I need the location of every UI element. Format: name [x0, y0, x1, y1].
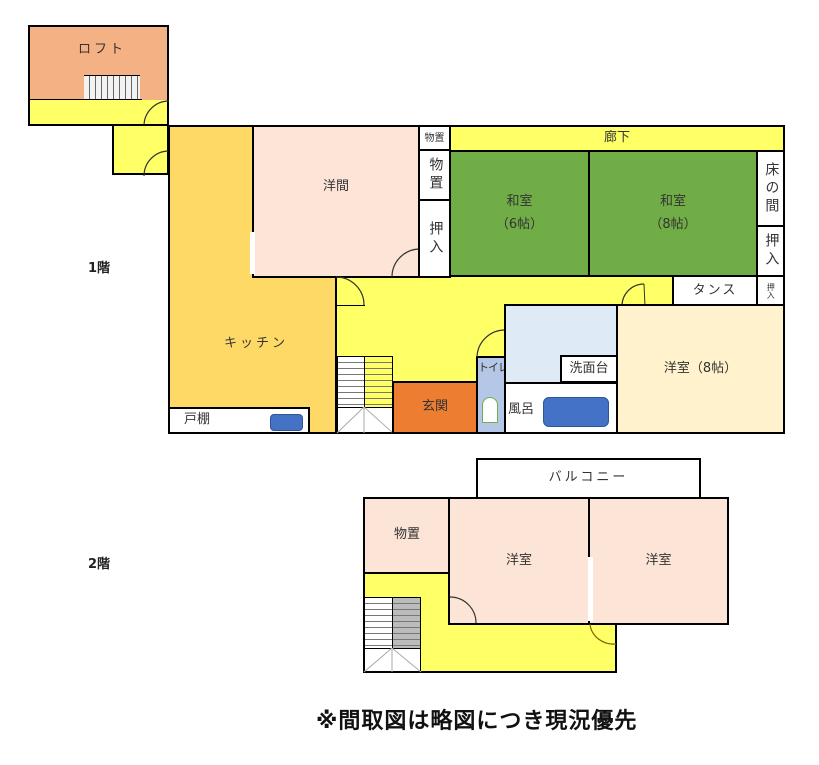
- counter: [224, 407, 310, 434]
- western-room-opening: [250, 232, 255, 274]
- closet-left: 押入: [418, 199, 451, 278]
- storage-tall: 物置: [418, 149, 451, 201]
- kitchen-upper: [170, 127, 252, 277]
- cupboard: 戸棚: [168, 407, 226, 434]
- stairs-2f-landing-lines: [363, 647, 422, 673]
- tansu: タンス: [672, 275, 758, 306]
- hall-door-frame: [336, 305, 365, 306]
- first-floor-label: 1階: [88, 261, 111, 276]
- loft-ladder: [84, 75, 140, 100]
- tansu-door-icon: [621, 283, 646, 307]
- bathtub-icon: [543, 397, 609, 427]
- japanese-room-6: 和室 （6帖）: [449, 150, 590, 277]
- second-floor-label: 2階: [88, 557, 111, 572]
- toilet-label: トイレ: [478, 361, 509, 374]
- toilet-door-icon: [476, 329, 506, 358]
- western-room: 洋間: [252, 125, 420, 278]
- western-room-2f-2-door-icon: [589, 623, 617, 645]
- stairs-2f-right: [392, 597, 421, 649]
- storage-small: 物置: [418, 125, 451, 151]
- loft-divider: [30, 99, 142, 100]
- western-room-2f-opening: [588, 557, 593, 621]
- passage-door-icon: [143, 150, 170, 177]
- kitchen-wall-right: [335, 276, 337, 433]
- stairs-1f-landing-lines: [336, 406, 394, 434]
- kitchen-label: キッチン: [224, 336, 289, 351]
- entrance: 玄関: [392, 381, 478, 434]
- stairs-1f-left: [337, 356, 365, 408]
- japanese-room-8-size: （8帖）: [649, 216, 697, 232]
- western-room-2f-door-icon: [449, 596, 477, 624]
- hall-door-icon: [335, 276, 365, 306]
- storage-2f: 物置: [363, 497, 450, 574]
- sink-icon: [270, 414, 303, 431]
- tokonoma: 床の間: [756, 150, 785, 227]
- western-room-2f-1: 洋室: [448, 497, 590, 625]
- loft-label: ロフト: [78, 42, 127, 57]
- loft-door-icon: [143, 100, 170, 127]
- japanese-room-6-size: （6帖）: [495, 216, 544, 232]
- western-room-8: 洋室（8帖）: [616, 304, 785, 434]
- japanese-room-6-name: 和室: [506, 194, 533, 210]
- balcony: バルコニー: [476, 458, 701, 499]
- toilet-bowl-icon: [482, 397, 498, 423]
- western-room-label: 洋間: [322, 179, 349, 195]
- japanese-room-8: 和室 （8帖）: [588, 150, 758, 277]
- footer-note: ※間取図は略図につき現況優先: [316, 709, 638, 734]
- western-room-door-icon: [391, 248, 421, 278]
- stairs-1f-right: [364, 356, 393, 408]
- corridor: 廊下: [449, 125, 785, 152]
- stairs-2f-left: [364, 597, 393, 649]
- closet-right: 押入: [756, 225, 785, 277]
- washbasin: 洗面台: [560, 355, 618, 383]
- bath-label: 風呂: [508, 402, 535, 417]
- japanese-room-8-name: 和室: [659, 194, 686, 210]
- western-room-2f-2: 洋室: [588, 497, 729, 625]
- closet-small: 押入: [756, 275, 785, 306]
